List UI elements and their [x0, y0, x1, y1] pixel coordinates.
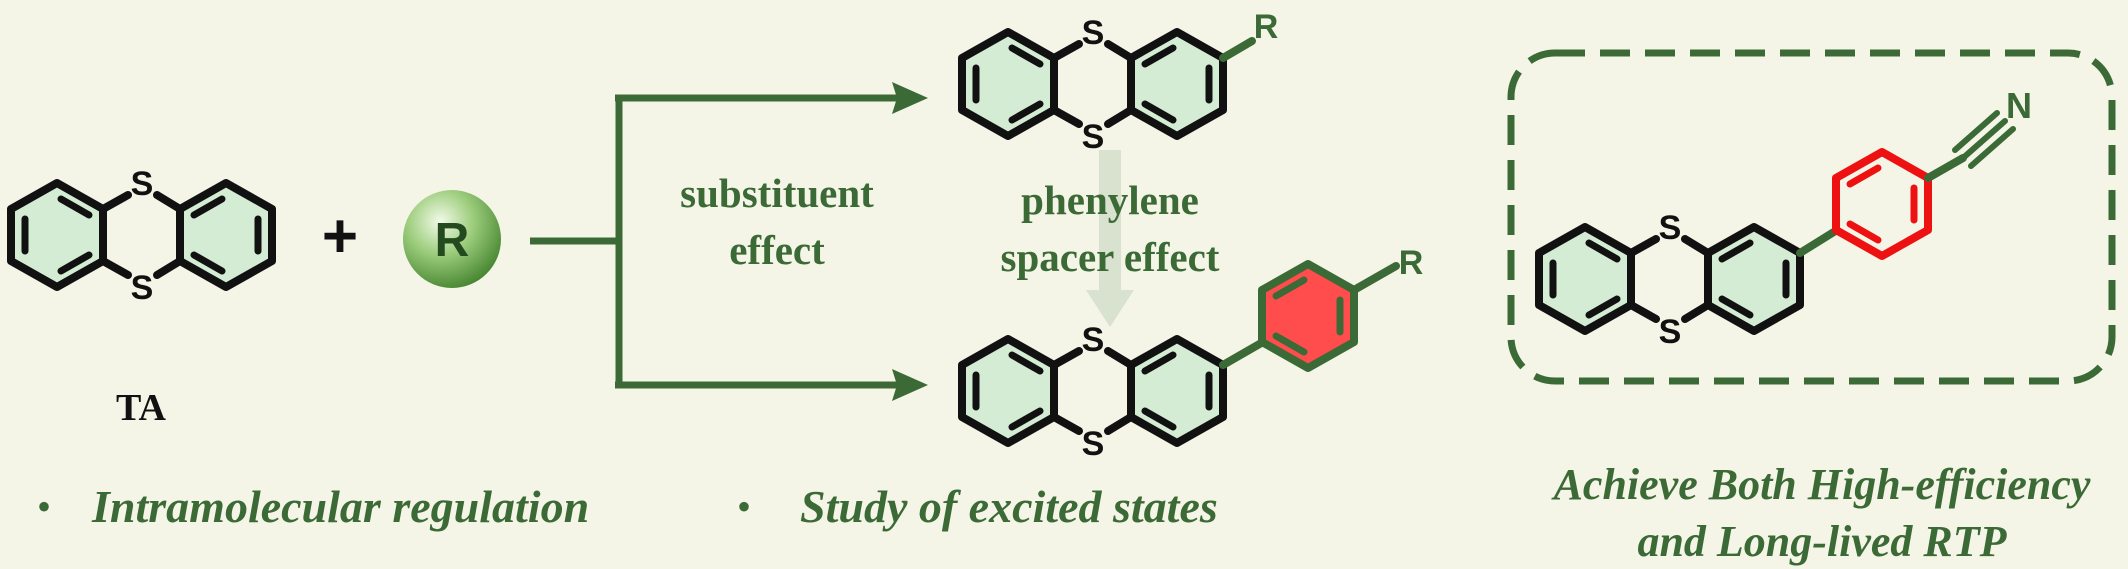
phenylene-effect-line1: phenylene — [1021, 177, 1199, 223]
product-top-sulfur-bottom: S — [1082, 118, 1105, 156]
conclusion-line1: Achieve Both High-efficiency — [1551, 460, 2091, 509]
bullet-item-intramolecular: Intramolecular regulation — [91, 481, 589, 532]
product-top-r-label: R — [1254, 8, 1279, 46]
substituent-effect-line1: substituent — [680, 170, 874, 216]
ta-right-ring — [176, 179, 276, 291]
highlight-molecule: S S N — [1535, 85, 2032, 351]
highlight-sulfur-bottom: S — [1659, 313, 1682, 351]
product-bottom-right-ring — [1127, 335, 1227, 447]
phenylene-effect-line2: spacer effect — [1001, 234, 1220, 280]
product-top-r-bond — [1219, 37, 1256, 62]
ta-label: TA — [116, 387, 167, 429]
product-top-sulfur-top: S — [1082, 14, 1105, 52]
product-bottom-sulfur-top: S — [1082, 321, 1105, 359]
product-top-right-ring — [1127, 28, 1227, 140]
product-top-left-ring — [958, 28, 1058, 140]
highlight-right-ring — [1704, 223, 1804, 335]
highlight-sulfur-top: S — [1659, 209, 1682, 247]
ta-left-ring — [7, 179, 107, 291]
highlight-dashed-box — [1507, 49, 2116, 385]
arrow-head-upper — [892, 82, 928, 114]
arrow-head-lower — [892, 369, 928, 401]
nitrile-triple-bond — [1952, 110, 2016, 169]
phenylene-down-arrow — [1086, 150, 1134, 327]
ta-sulfur-bottom: S — [131, 269, 154, 307]
badge-sphere — [403, 190, 501, 288]
product-bottom-sulfur-bottom: S — [1082, 425, 1105, 463]
product-bottom-r-label: R — [1399, 244, 1424, 282]
conclusion-line2: and Long-lived RTP — [1637, 517, 2007, 566]
plus-sign: + — [322, 202, 358, 271]
bullet-list: • Intramolecular regulation • Study of e… — [37, 481, 1218, 532]
product-bottom-molecule: S S R — [958, 244, 1424, 463]
highlight-cyanophenyl-ring — [1832, 148, 1932, 260]
bullet-marker-1: • — [37, 484, 51, 529]
bullet-marker-2: • — [737, 484, 751, 529]
nitrile-n-label: N — [2006, 85, 2032, 126]
phenylene-spacer-ring — [1258, 260, 1358, 372]
product-bottom-left-ring — [958, 335, 1058, 447]
badge-r-label: R — [435, 214, 470, 267]
highlight-left-ring — [1535, 223, 1635, 335]
substituent-effect-line2: effect — [729, 227, 825, 273]
substituent-badge: R — [403, 190, 501, 288]
product-top-molecule: S S R — [958, 8, 1279, 156]
ta-sulfur-top: S — [131, 165, 154, 203]
bullet-item-excited-states: Study of excited states — [800, 481, 1218, 532]
branch-arrow — [530, 94, 898, 389]
ta-molecule: S S TA — [7, 165, 276, 429]
